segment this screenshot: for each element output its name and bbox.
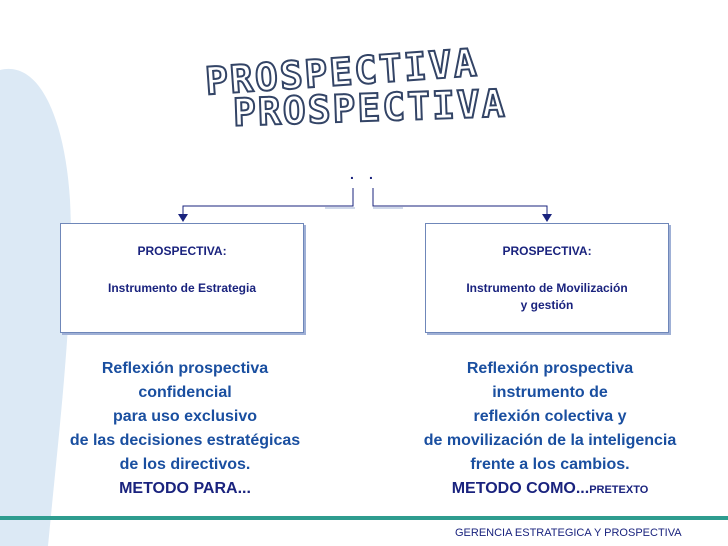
box-mobilization-heading: PROSPECTIVA: <box>502 244 592 258</box>
box-mobilization: PROSPECTIVA: Instrumento de Movilización… <box>425 223 669 333</box>
description-mobilization-line: Reflexión prospectiva <box>466 360 634 377</box>
arrow-left-head <box>178 214 188 222</box>
footer-bar <box>0 516 728 520</box>
description-strategy-line: de las decisiones estratégicas <box>69 432 301 449</box>
box-strategy: PROSPECTIVA: Instrumento de Estrategia <box>60 223 304 333</box>
arrow-right-head <box>542 214 552 222</box>
method-label-pretexto: PRETEXTO <box>589 484 649 496</box>
description-strategy-line: para uso exclusivo <box>112 408 258 425</box>
box-mobilization-subtitle: Instrumento de Movilización y gestión <box>426 280 668 314</box>
description-strategy-line: confidencial <box>138 384 232 401</box>
method-label-como-main: METODO COMO... <box>451 480 590 497</box>
description-mobilization-line: frente a los cambios. <box>470 456 630 473</box>
description-strategy: Reflexión prospectiva confidencial para … <box>35 357 335 501</box>
description-mobilization-line: instrumento de <box>492 384 608 401</box>
box-mobilization-subtitle-line1: Instrumento de Movilización <box>466 281 628 295</box>
box-strategy-subtitle: Instrumento de Estrategia <box>107 281 257 295</box>
description-mobilization: Reflexión prospectiva instrumento de ref… <box>400 357 700 502</box>
connector-dot-right: . <box>369 166 373 182</box>
box-strategy-heading: PROSPECTIVA: <box>137 244 227 258</box>
box-mobilization-subtitle-line2: y gestión <box>520 298 574 312</box>
connector-dot-left: . <box>350 166 354 182</box>
method-label-para: METODO PARA... <box>119 480 251 497</box>
description-mobilization-line: de movilización de la inteligencia <box>423 432 677 449</box>
method-label-como: METODO COMO...PRETEXTO <box>400 477 700 502</box>
description-strategy-line: de los directivos. <box>119 456 251 473</box>
description-strategy-line: Reflexión prospectiva <box>101 360 269 377</box>
description-mobilization-line: reflexión colectiva y <box>473 408 627 425</box>
footer-text: GERENCIA ESTRATEGICA Y PROSPECTIVA <box>455 527 682 539</box>
